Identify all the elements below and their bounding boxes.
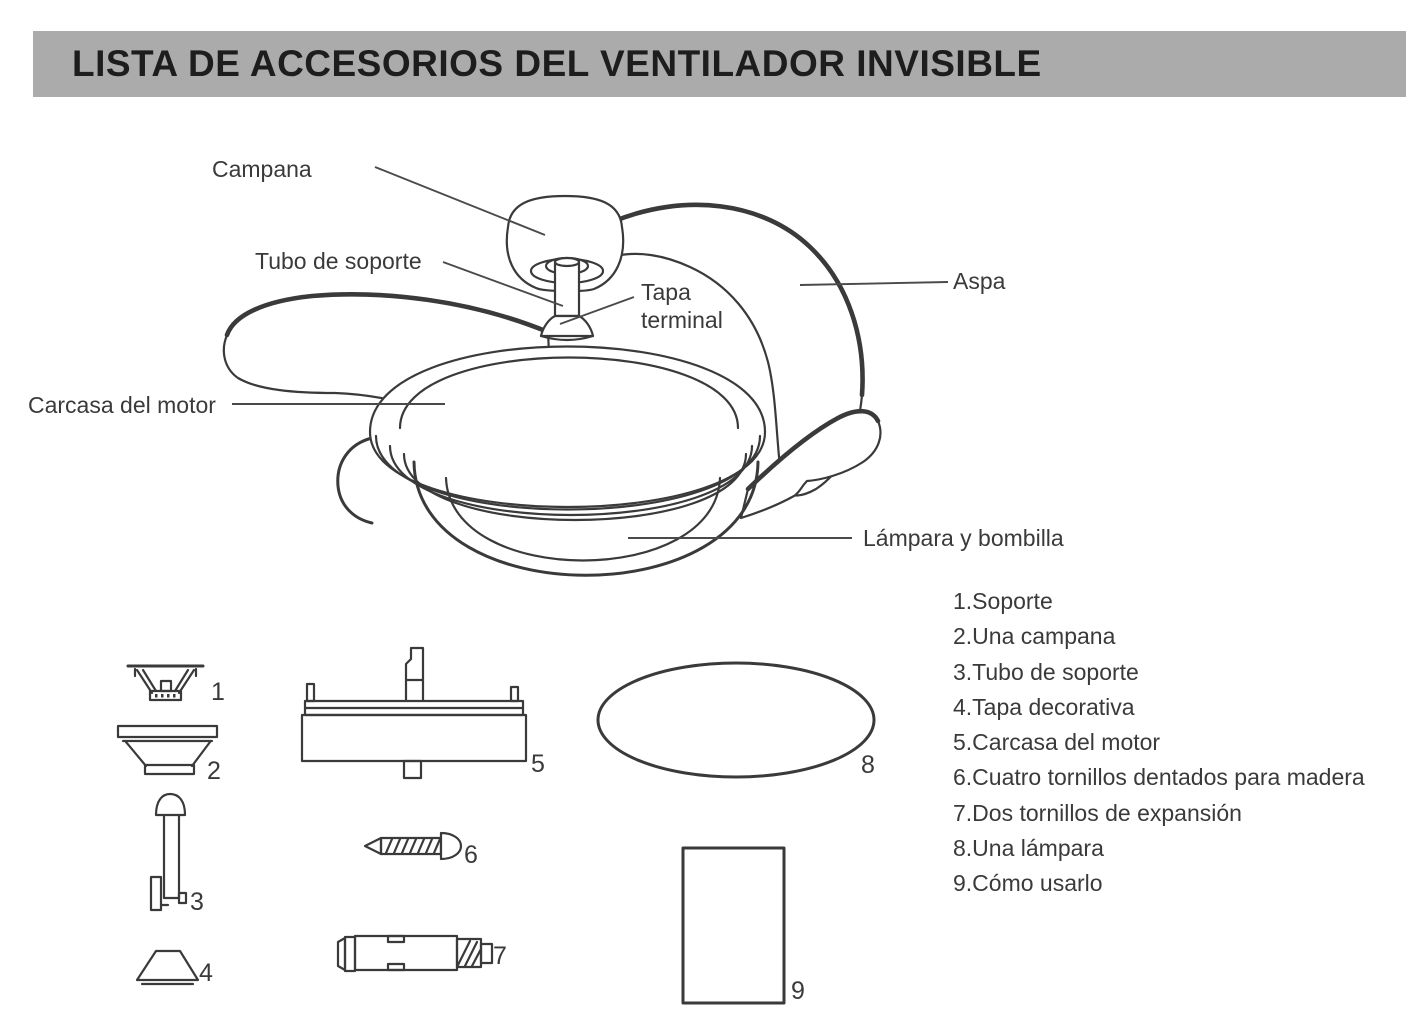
list-item: 6.Cuatro tornillos dentados para madera (953, 764, 1365, 791)
list-item: 1.Soporte (953, 588, 1053, 614)
callout-tubo-de-soporte: Tubo de soporte (255, 248, 422, 274)
campana-leader-line (374, 166, 546, 236)
callout-carcasa-del-motor: Carcasa del motor (28, 392, 216, 418)
blade-lower-right-icon (739, 408, 882, 520)
leader-lines (232, 166, 949, 539)
support-tube-icon (553, 256, 581, 318)
terminal-cap-icon (539, 314, 595, 342)
part-number-7: 7 (493, 942, 507, 970)
fan-illustration (222, 194, 882, 577)
motor-housing-icon (368, 345, 767, 521)
part-3-tubo-drawing (149, 792, 188, 912)
list-item: 7.Dos tornillos de expansión (953, 799, 1242, 826)
list-item: 5.Carcasa del motor (953, 729, 1161, 756)
blade-tip-behind-motor-icon (336, 436, 374, 525)
part-9-manual-drawing (681, 846, 786, 1005)
tapa-terminal-leader-line (559, 296, 635, 325)
part-7-tornillo-expansion-drawing (336, 934, 494, 973)
part-number-4: 4 (199, 959, 213, 987)
part-number-9: 9 (791, 977, 805, 1005)
callout-aspa: Aspa (953, 268, 1006, 294)
callout-lampara-y-bombilla: Lámpara y bombilla (863, 525, 1064, 551)
part-1-soporte-drawing (126, 664, 205, 702)
aspa-leader-line (799, 281, 949, 286)
part-5-carcasa-drawing (300, 646, 528, 780)
part-number-5: 5 (531, 750, 545, 778)
page-title: LISTA DE ACCESORIOS DEL VENTILADOR INVIS… (72, 43, 1042, 84)
part-number-8: 8 (861, 751, 875, 779)
lamp-icon (412, 460, 760, 577)
part-number-2: 2 (207, 757, 221, 785)
list-item: 4.Tapa decorativa (953, 693, 1135, 720)
list-item: 3.Tubo de soporte (953, 658, 1139, 685)
part-4-tapa-drawing (135, 949, 200, 986)
callout-tapa-terminal-line2: terminal (641, 307, 723, 333)
callout-tapa-terminal: Tapa terminal (641, 278, 723, 334)
part-number-6: 6 (464, 841, 478, 869)
list-item: 2.Una campana (953, 623, 1116, 650)
accessories-list: 1.Soporte 2.Una campana 3.Tubo de soport… (953, 584, 1365, 902)
part-2-campana-drawing (116, 724, 219, 776)
part-number-3: 3 (190, 888, 204, 916)
callout-tapa-terminal-line1: Tapa (641, 279, 691, 305)
title-bar: LISTA DE ACCESORIOS DEL VENTILADOR INVIS… (33, 31, 1406, 97)
list-item: 8.Una lámpara (953, 835, 1104, 862)
blade-right-icon (609, 202, 865, 497)
part-8-lampara-drawing (596, 661, 876, 779)
list-item: 9.Cómo usarlo (953, 870, 1103, 897)
part-number-1: 1 (211, 678, 225, 706)
tubo-leader-line (442, 261, 564, 307)
part-6-tornillo-madera-drawing (363, 831, 463, 861)
callout-campana: Campana (212, 156, 312, 182)
